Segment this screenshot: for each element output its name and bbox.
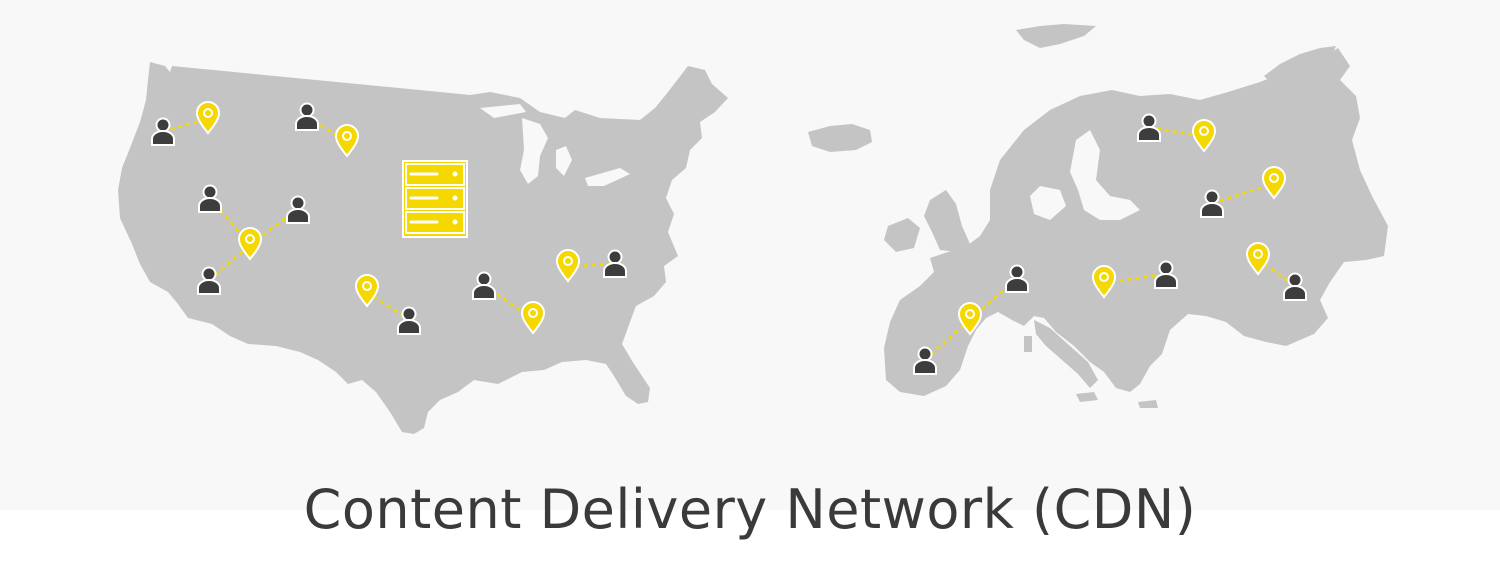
location-pin-icon bbox=[1245, 242, 1271, 276]
usa-map bbox=[118, 62, 728, 434]
user-icon bbox=[1283, 272, 1307, 301]
location-pin-icon bbox=[1191, 119, 1217, 153]
location-pin-icon bbox=[957, 302, 983, 336]
location-pin-icon bbox=[555, 249, 581, 283]
users bbox=[151, 102, 1307, 375]
location-pin-icon bbox=[354, 274, 380, 308]
connection-line bbox=[924, 319, 971, 361]
user-icon bbox=[295, 102, 319, 131]
location-pin-icon bbox=[195, 101, 221, 135]
user-icon bbox=[472, 271, 496, 300]
user-icon bbox=[603, 249, 627, 278]
server-rack-icon bbox=[402, 160, 468, 238]
location-pin-icon bbox=[237, 227, 263, 261]
europe-map bbox=[808, 24, 1388, 408]
user-icon bbox=[151, 117, 175, 146]
user-icon bbox=[913, 346, 937, 375]
user-icon bbox=[286, 195, 310, 224]
user-icon bbox=[1137, 113, 1161, 142]
location-pin-icon bbox=[334, 124, 360, 158]
location-pins bbox=[195, 101, 1287, 336]
user-icon bbox=[1200, 189, 1224, 218]
location-pin-icon bbox=[1261, 166, 1287, 200]
user-icon bbox=[197, 266, 221, 295]
connection-line bbox=[1211, 182, 1275, 205]
location-pin-icon bbox=[1091, 265, 1117, 299]
user-icon bbox=[1154, 260, 1178, 289]
diagram-caption: Content Delivery Network (CDN) bbox=[303, 478, 1197, 541]
user-icon bbox=[1005, 264, 1029, 293]
connection-line bbox=[1148, 125, 1205, 139]
user-icon bbox=[397, 306, 421, 335]
user-icon bbox=[198, 184, 222, 213]
location-pin-icon bbox=[520, 301, 546, 335]
maps-canvas bbox=[118, 24, 1388, 434]
